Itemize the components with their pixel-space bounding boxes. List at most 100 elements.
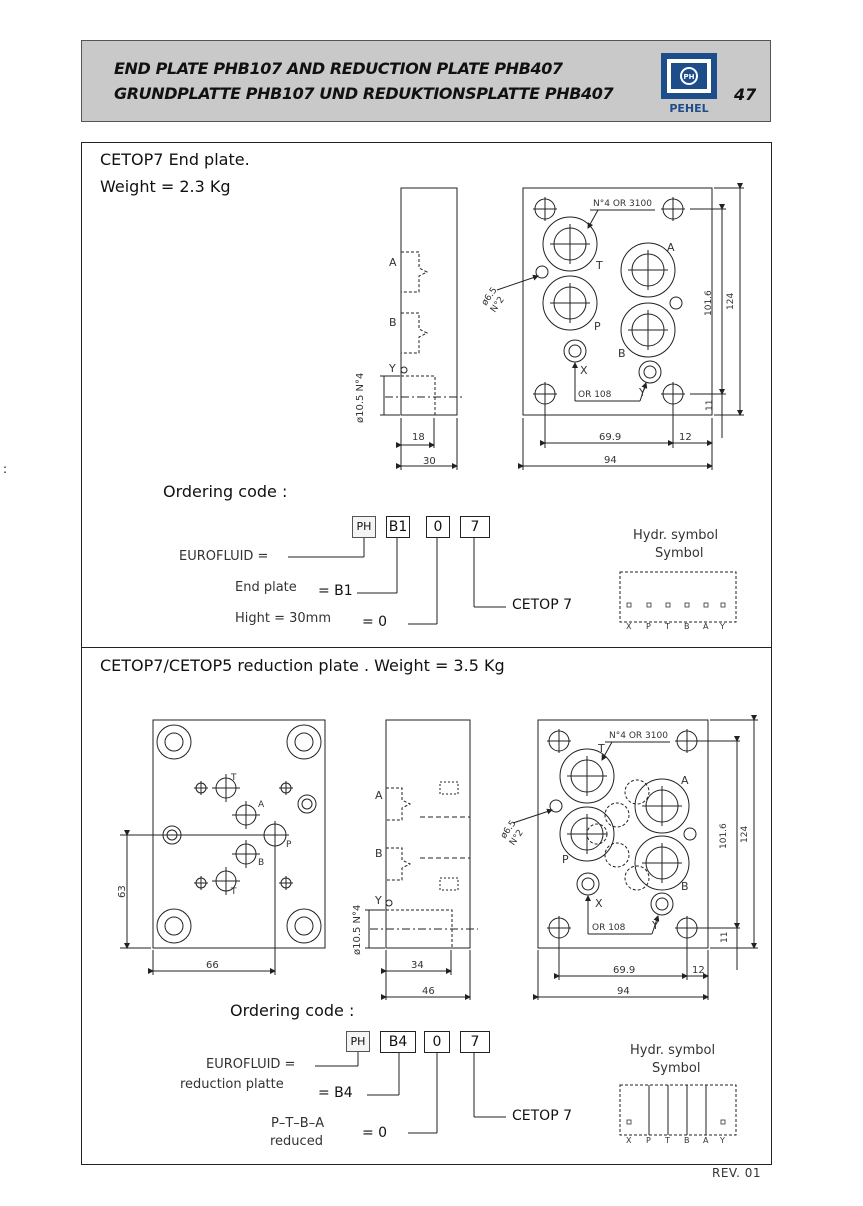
s2-front-port-x: X xyxy=(595,897,603,910)
s1-dim-699: 69.9 xyxy=(599,432,622,443)
s2-dim-699: 69.9 xyxy=(613,965,636,976)
s2-side-dim-34: 34 xyxy=(411,960,424,971)
s2-left-port-p: P xyxy=(286,840,292,850)
s1-symbol-subtitle: Symbol xyxy=(655,546,704,561)
s1-sym-port-p: P xyxy=(646,622,651,631)
drawing-sheet xyxy=(81,142,772,1165)
s2-sym-port-p: P xyxy=(646,1136,651,1145)
page-number: 47 xyxy=(734,85,757,104)
s2-code-ph: PH xyxy=(346,1031,370,1052)
logo-text: PEHEL xyxy=(669,102,708,115)
s1-hight: Hight = 30mm xyxy=(235,611,332,626)
s2-side-port-y: Y xyxy=(375,894,382,907)
s1-or108: OR 108 xyxy=(578,390,612,400)
logo-mark: PH xyxy=(684,73,695,81)
s2-sym-port-a: A xyxy=(703,1136,709,1145)
s2-ordering-lines xyxy=(315,1052,506,1134)
s2-ptba-val: = 0 xyxy=(362,1125,388,1141)
s2-dim-94: 94 xyxy=(617,986,630,997)
s2-reduction-val: = B4 xyxy=(318,1085,353,1101)
s1-front-port-b: B xyxy=(618,347,626,360)
s2-side-dim-46: 46 xyxy=(422,986,435,997)
s2-left-view xyxy=(120,719,326,975)
s2-side-dim-thread: ø10.5 N°4 xyxy=(352,904,363,955)
s1-eurofluid: EUROFLUID = xyxy=(179,549,269,564)
page-header: END PLATE PHB107 AND REDUCTION PLATE PHB… xyxy=(81,40,771,122)
s2-dim-1016: 101.6 xyxy=(719,823,729,849)
s2-left-port-t1: T xyxy=(231,773,237,783)
s1-note-holes: N°4 OR 3100 xyxy=(593,199,652,209)
s2-side-port-b: B xyxy=(375,847,383,860)
s1-side-port-y: Y xyxy=(389,362,396,375)
s2-side-view xyxy=(365,719,478,1000)
s1-front-view xyxy=(496,183,744,470)
s2-note-holes: N°4 OR 3100 xyxy=(609,731,668,741)
s1-code-7: 7 xyxy=(460,516,490,538)
stray-mark: : xyxy=(3,462,8,476)
s2-front-port-p: P xyxy=(562,853,569,866)
s1-end-plate: End plate xyxy=(235,580,297,595)
s2-ordering-label: Ordering code : xyxy=(230,1001,355,1020)
pehel-logo: PH PEHEL xyxy=(657,51,721,115)
s1-title: CETOP7 End plate. xyxy=(100,150,250,169)
s1-dim-1016: 101.6 xyxy=(704,290,714,316)
s1-code-b1: B1 xyxy=(386,516,410,538)
s2-code-7: 7 xyxy=(460,1031,490,1053)
s2-code-0: 0 xyxy=(424,1031,450,1053)
s1-dim-94: 94 xyxy=(604,455,617,466)
s2-sym-port-x: X xyxy=(626,1136,632,1145)
s2-left-port-b: B xyxy=(258,858,265,868)
s2-dim-63: 63 xyxy=(117,885,128,898)
s2-sym-port-y: Y xyxy=(720,1136,725,1145)
s2-symbol-subtitle: Symbol xyxy=(652,1061,701,1076)
s1-symbol-title: Hydr. symbol xyxy=(633,528,719,543)
s1-hight-val: = 0 xyxy=(362,614,388,630)
s2-symbol-title: Hydr. symbol xyxy=(630,1043,716,1058)
s1-sym-port-b: B xyxy=(684,622,690,631)
s1-sym-port-t: T xyxy=(665,622,670,631)
s2-front-view xyxy=(512,715,758,1000)
s1-front-port-x: X xyxy=(580,364,588,377)
s2-left-port-t2: T xyxy=(231,887,237,897)
revision-label: REV. 01 xyxy=(712,1166,761,1180)
s2-front-port-t: T xyxy=(598,742,605,755)
s1-front-port-t: T xyxy=(596,259,603,272)
s1-side-view xyxy=(380,187,465,470)
title-german: GRUNDPLATTE PHB107 UND REDUKTIONSPLATTE … xyxy=(114,84,614,103)
s2-reduced: reduced xyxy=(270,1134,323,1149)
s1-side-dim-18: 18 xyxy=(412,432,425,443)
s2-side-port-a: A xyxy=(375,789,383,802)
s2-front-port-b: B xyxy=(681,880,689,893)
s2-or108: OR 108 xyxy=(592,923,626,933)
s2-hydr-symbol xyxy=(619,1084,737,1136)
s2-code-b4: B4 xyxy=(380,1031,416,1053)
s1-ordering-label: Ordering code : xyxy=(163,482,288,501)
s1-ordering-lines xyxy=(288,538,506,625)
s1-dim-12: 12 xyxy=(679,432,692,443)
s2-dim-124: 124 xyxy=(740,825,750,843)
s1-side-dim-thread: ø10.5 N°4 xyxy=(355,372,366,423)
s2-eurofluid: EUROFLUID = xyxy=(206,1057,296,1072)
s1-front-port-y: Y xyxy=(639,386,646,399)
s2-cetop: CETOP 7 xyxy=(512,1108,572,1124)
s1-sym-port-a: A xyxy=(703,622,709,631)
s2-front-port-a: A xyxy=(681,774,689,787)
s1-code-ph: PH xyxy=(352,516,376,538)
s1-front-port-a: A xyxy=(667,241,675,254)
section-divider xyxy=(81,647,772,648)
s2-ptba: P–T–B–A xyxy=(271,1116,325,1131)
s1-cetop: CETOP 7 xyxy=(512,597,572,613)
s1-hydr-symbol xyxy=(619,571,737,623)
s2-front-port-y: Y xyxy=(652,919,659,932)
s2-reduction: reduction platte xyxy=(180,1077,284,1092)
s1-sym-port-x: X xyxy=(626,622,632,631)
s1-sym-port-y: Y xyxy=(720,622,725,631)
s1-code-0: 0 xyxy=(426,516,450,538)
s1-side-port-b: B xyxy=(389,316,397,329)
s1-dim-124: 124 xyxy=(726,292,736,310)
title-english: END PLATE PHB107 AND REDUCTION PLATE PHB… xyxy=(114,59,563,78)
s2-dim-11: 11 xyxy=(720,931,730,943)
s2-sym-port-b: B xyxy=(684,1136,690,1145)
s1-dim-11: 11 xyxy=(705,399,715,411)
